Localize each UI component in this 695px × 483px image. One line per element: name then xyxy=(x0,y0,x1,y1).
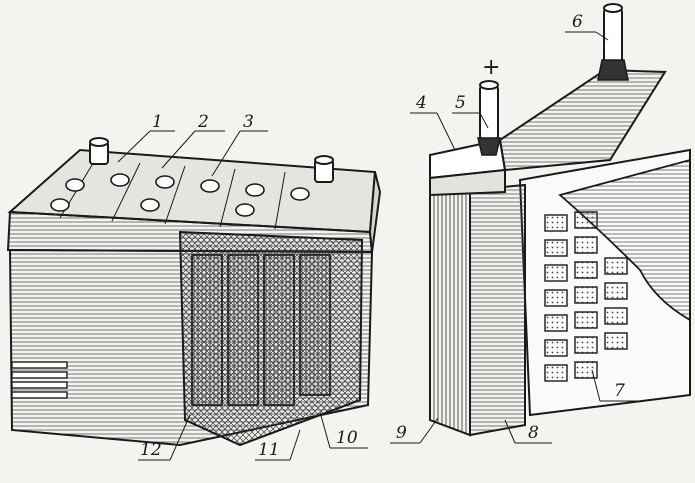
battery-terminals xyxy=(89,137,334,183)
callout-9: 9 xyxy=(396,423,407,443)
case-ribs xyxy=(11,361,68,399)
plate-stack xyxy=(469,183,526,437)
positive-sign: + xyxy=(482,55,500,80)
positive-terminal xyxy=(477,80,501,156)
callout-5: 5 xyxy=(455,93,466,113)
callout-8: 8 xyxy=(528,423,539,443)
cell-plates xyxy=(191,254,331,406)
callout-11: 11 xyxy=(258,440,280,460)
callout-10: 10 xyxy=(336,428,358,448)
callout-1: 1 xyxy=(152,112,163,132)
plate-edges xyxy=(429,178,471,437)
battery-case xyxy=(6,137,382,447)
callout-2: 2 xyxy=(197,112,209,132)
leader-lines xyxy=(117,31,640,461)
separator-sheet xyxy=(558,158,691,322)
callout-7: 7 xyxy=(614,381,625,401)
callout-3: 3 xyxy=(243,112,254,132)
callout-6: 6 xyxy=(572,12,583,32)
plate-strap-front xyxy=(429,168,506,197)
callout-4: 4 xyxy=(415,93,427,113)
battery-lid-side xyxy=(368,171,382,253)
filler-caps xyxy=(50,173,310,217)
callout-12: 12 xyxy=(140,440,162,460)
negative-terminal xyxy=(597,3,629,81)
rear-strap xyxy=(498,68,667,172)
plate-assembly xyxy=(429,3,691,437)
